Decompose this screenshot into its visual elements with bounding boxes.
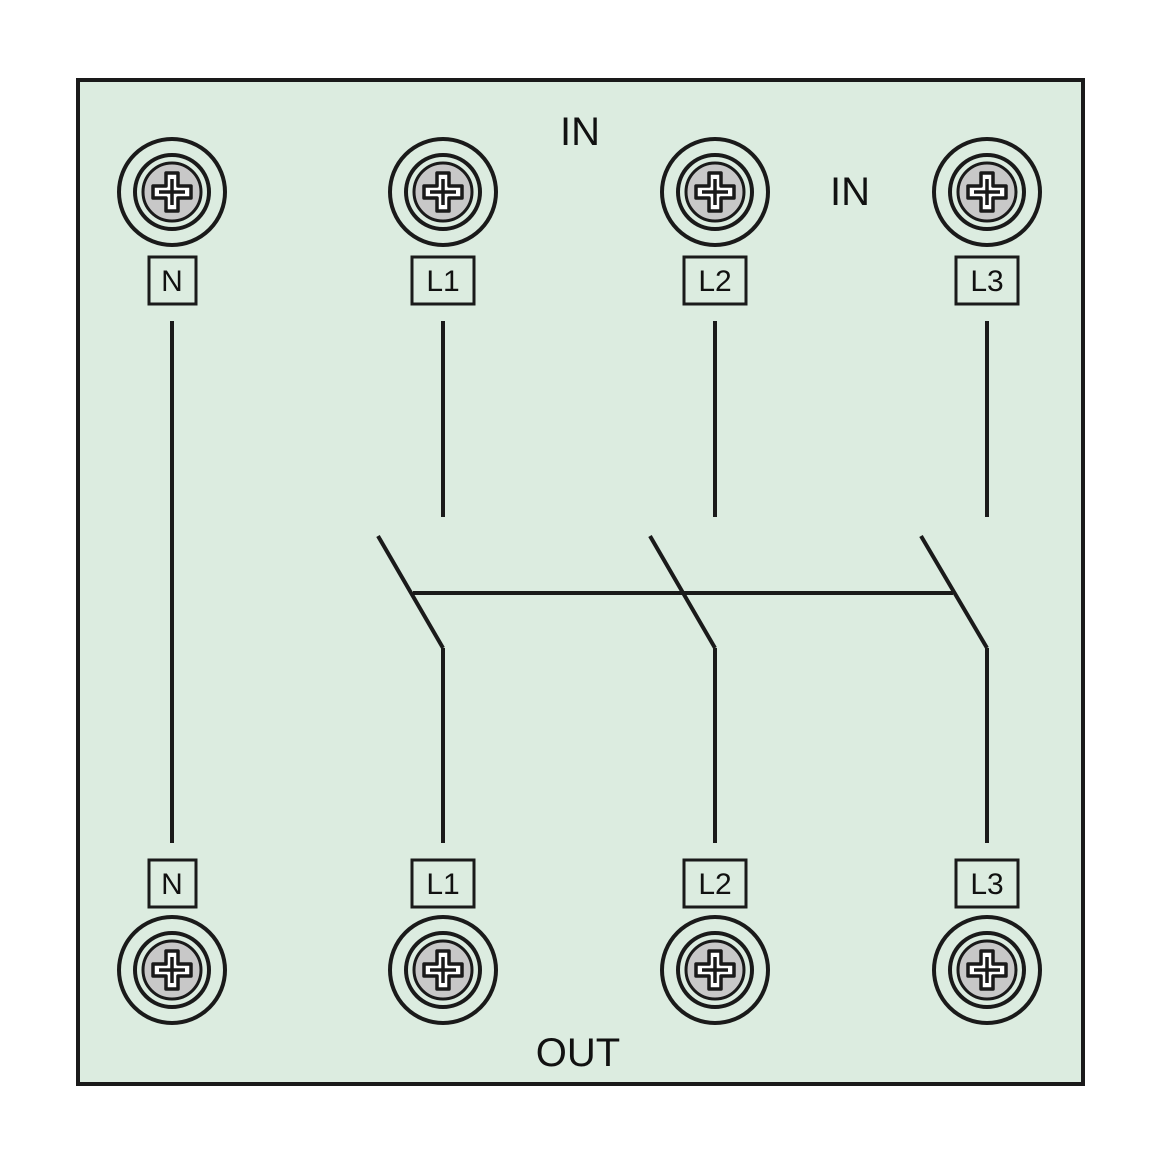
l3-switch-blade: [919, 534, 989, 650]
terminal-screw-icon: [932, 915, 1042, 1025]
terminal-screw-icon: [932, 137, 1042, 247]
in-label-top: IN: [560, 110, 600, 154]
terminal-label: L2: [698, 868, 731, 901]
terminal-label: L3: [970, 265, 1003, 298]
terminal-tag-box: [410, 858, 476, 909]
terminal-label: L3: [970, 868, 1003, 901]
in-label-right: IN: [830, 170, 870, 214]
terminal-label: L1: [426, 868, 459, 901]
terminal-tag-box: [147, 858, 198, 909]
out-label: OUT: [536, 1031, 620, 1075]
terminal-label: N: [161, 868, 183, 901]
l1-switch-blade: [376, 534, 445, 650]
terminal-screw-icon: [388, 915, 498, 1025]
terminal-tag-box: [410, 255, 476, 306]
terminal-tag-box: [954, 255, 1020, 306]
terminal-label: L1: [426, 265, 459, 298]
terminal-screw-icon: [117, 915, 227, 1025]
terminal-screw-icon: [660, 137, 770, 247]
terminal-screw-icon: [117, 137, 227, 247]
terminal-screw-icon: [388, 137, 498, 247]
terminal-label: L2: [698, 265, 731, 298]
terminal-tag-box: [147, 255, 198, 306]
terminal-tag-box: [954, 858, 1020, 909]
panel: [76, 78, 1085, 1086]
terminal-label: N: [161, 265, 183, 298]
terminal-tag-box: [682, 858, 748, 909]
terminal-tag-box: [682, 255, 748, 306]
terminal-screw-icon: [660, 915, 770, 1025]
